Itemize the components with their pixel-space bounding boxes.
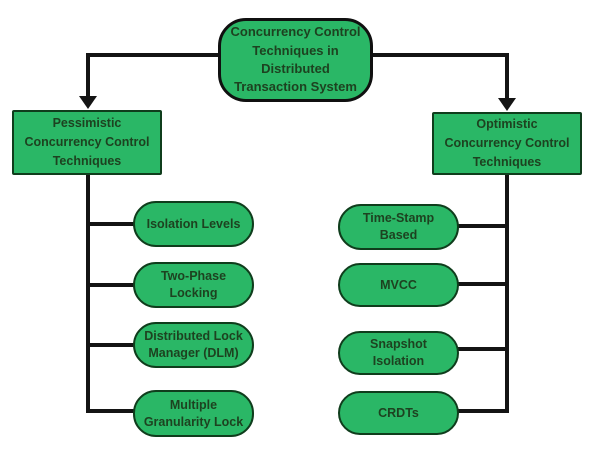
leaf-crdts: CRDTs [338,391,459,435]
branch-line-mvcc [458,282,505,286]
connector-root-to-optimistic-horizontal [373,53,509,57]
arrowhead-pessimistic-icon [79,96,97,109]
optimistic-spine [505,175,509,413]
leaf-snapshot-isolation: Snapshot Isolation [338,331,459,375]
leaf-isolation-levels: Isolation Levels [133,201,254,247]
leaf-distributed-lock-manager: Distributed Lock Manager (DLM) [133,322,254,368]
pessimistic-spine [86,175,90,413]
connector-root-to-pessimistic-vertical [86,53,90,98]
connector-root-to-optimistic-vertical [505,53,509,100]
branch-line-two-phase-locking [86,283,135,287]
leaf-time-stamp-based: Time-Stamp Based [338,204,459,250]
branch-line-timestamp [458,224,505,228]
branch-line-dlm [86,343,135,347]
connector-root-to-pessimistic-horizontal [86,53,218,57]
root-node: Concurrency Control Techniques in Distri… [218,18,373,102]
branch-line-snapshot-isolation [458,347,505,351]
branch-line-isolation-levels [86,222,135,226]
leaf-two-phase-locking: Two-Phase Locking [133,262,254,308]
branch-line-multiple-granularity [86,409,135,413]
leaf-multiple-granularity-lock: Multiple Granularity Lock [133,390,254,437]
arrowhead-optimistic-icon [498,98,516,111]
pessimistic-node: Pessimistic Concurrency Control Techniqu… [12,110,162,175]
optimistic-node: Optimistic Concurrency Control Technique… [432,112,582,175]
branch-line-crdts [458,409,505,413]
leaf-mvcc: MVCC [338,263,459,307]
